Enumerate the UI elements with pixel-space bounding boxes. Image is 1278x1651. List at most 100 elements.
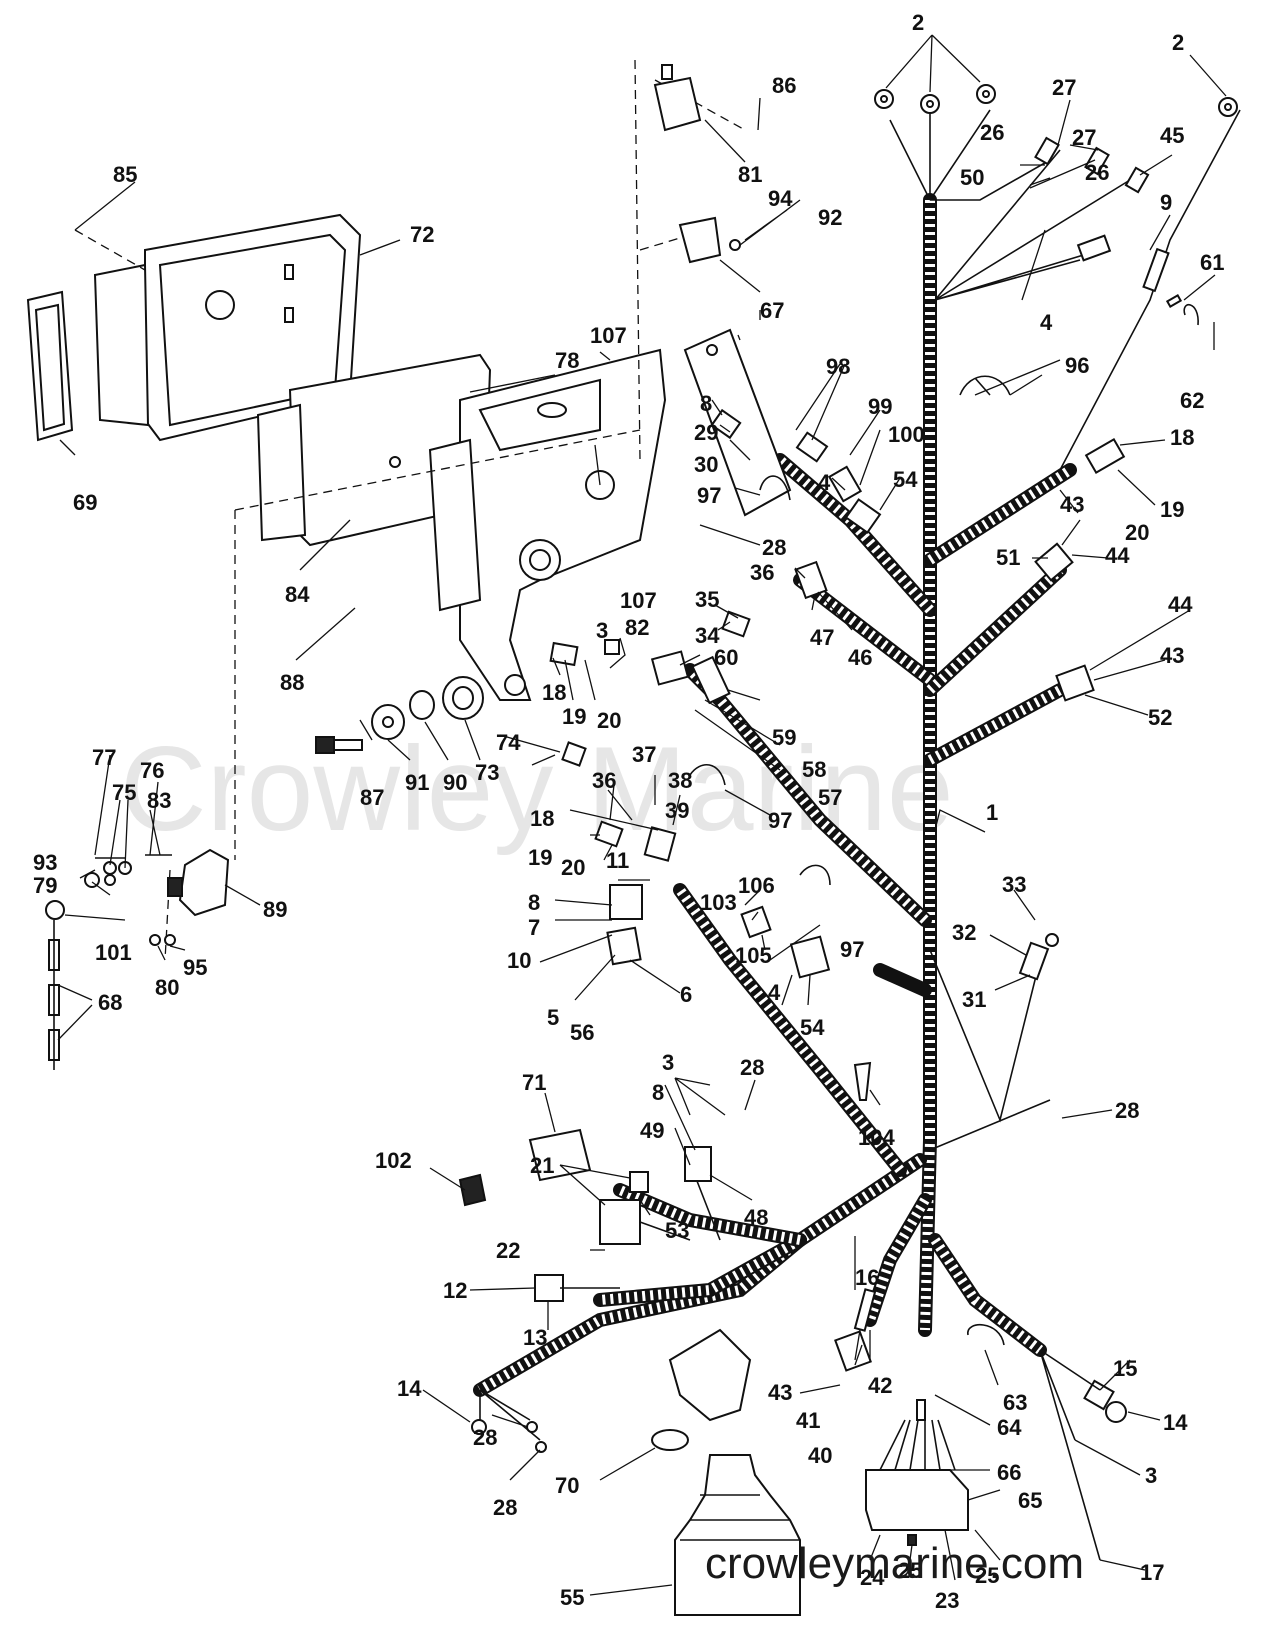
callout-18: 18 xyxy=(542,680,566,705)
callout-39: 39 xyxy=(665,798,689,823)
leader-lines xyxy=(57,34,1227,1596)
callout-48: 48 xyxy=(744,1205,768,1230)
callout-2: 2 xyxy=(1172,30,1184,55)
callout-14: 14 xyxy=(397,1376,422,1401)
callout-65: 65 xyxy=(1018,1488,1042,1513)
relay-81 xyxy=(653,64,702,132)
small-hardware xyxy=(84,854,176,946)
callout-28: 28 xyxy=(1115,1098,1139,1123)
callout-93: 93 xyxy=(33,850,57,875)
callout-97: 97 xyxy=(697,483,721,508)
callout-43: 43 xyxy=(1160,643,1184,668)
callout-20: 20 xyxy=(561,855,585,880)
callout-44: 44 xyxy=(1105,543,1130,568)
callout-18: 18 xyxy=(1170,425,1194,450)
callout-14: 14 xyxy=(1163,1410,1188,1435)
callout-28: 28 xyxy=(493,1495,517,1520)
callout-60: 60 xyxy=(714,645,738,670)
callout-3: 3 xyxy=(662,1050,674,1075)
bolt-and-washers xyxy=(315,676,484,754)
callout-6: 6 xyxy=(680,982,692,1007)
callout-33: 33 xyxy=(1002,872,1026,897)
callout-92: 92 xyxy=(818,205,842,230)
callout-101: 101 xyxy=(95,940,132,965)
callout-22: 22 xyxy=(496,1238,520,1263)
connectors-upper-mid xyxy=(710,408,1126,702)
callout-104: 104 xyxy=(858,1125,895,1150)
ring-terminal-group xyxy=(874,84,1238,117)
callout-32: 32 xyxy=(952,920,976,945)
callout-18: 18 xyxy=(530,806,554,831)
callout-41: 41 xyxy=(796,1408,820,1433)
main-plug-64-66 xyxy=(865,1399,969,1546)
callout-64: 64 xyxy=(997,1415,1022,1440)
callout-49: 49 xyxy=(640,1118,664,1143)
callout-50: 50 xyxy=(960,165,984,190)
callout-84: 84 xyxy=(285,582,310,607)
callout-56: 56 xyxy=(570,1020,594,1045)
fuses-68 xyxy=(45,900,65,1070)
callout-8: 8 xyxy=(652,1080,664,1105)
callout-7: 7 xyxy=(528,915,540,940)
sender-32 xyxy=(1018,933,1059,981)
callout-105: 105 xyxy=(735,943,772,968)
callout-42: 42 xyxy=(868,1373,892,1398)
callout-66: 66 xyxy=(997,1460,1021,1485)
callout-53: 53 xyxy=(665,1218,689,1243)
watermark-ghost: Crowley Marine xyxy=(120,722,954,856)
callout-34: 34 xyxy=(695,623,720,648)
callout-86: 86 xyxy=(772,73,796,98)
callout-45: 45 xyxy=(1160,123,1184,148)
callout-73: 73 xyxy=(475,760,499,785)
callout-44: 44 xyxy=(1168,592,1193,617)
callout-29: 29 xyxy=(694,420,718,445)
callout-81: 81 xyxy=(738,162,762,187)
callout-17: 17 xyxy=(1140,1560,1164,1585)
callout-26: 26 xyxy=(1085,160,1109,185)
callout-74: 74 xyxy=(496,730,521,755)
callout-10: 10 xyxy=(507,948,531,973)
callout-16: 16 xyxy=(855,1265,879,1290)
callout-98: 98 xyxy=(826,354,850,379)
callout-80: 80 xyxy=(155,975,179,1000)
callout-8: 8 xyxy=(528,890,540,915)
callout-78: 78 xyxy=(555,348,579,373)
callout-97: 97 xyxy=(768,808,792,833)
callout-35: 35 xyxy=(695,587,719,612)
callout-30: 30 xyxy=(694,452,718,477)
callout-63: 63 xyxy=(1003,1390,1027,1415)
switch-67 xyxy=(678,216,741,264)
callout-47: 47 xyxy=(810,625,834,650)
clips xyxy=(689,294,1199,886)
callout-36: 36 xyxy=(592,768,616,793)
callout-23: 23 xyxy=(935,1588,959,1613)
callout-28: 28 xyxy=(473,1425,497,1450)
mounting-bracket-107 xyxy=(428,348,667,701)
callout-57: 57 xyxy=(818,785,842,810)
callout-107: 107 xyxy=(590,323,627,348)
callout-24: 24 xyxy=(860,1565,885,1590)
connectors-lower-right xyxy=(471,1323,1127,1561)
callout-83: 83 xyxy=(147,788,171,813)
callout-52: 52 xyxy=(1148,705,1172,730)
callout-25: 25 xyxy=(975,1563,999,1588)
callout-58: 58 xyxy=(802,757,826,782)
callout-15: 15 xyxy=(1113,1356,1137,1381)
callout-43: 43 xyxy=(768,1380,792,1405)
callout-55: 55 xyxy=(560,1585,584,1610)
callout-13: 13 xyxy=(523,1325,547,1350)
callout-96: 96 xyxy=(1065,353,1089,378)
callout-99: 99 xyxy=(868,394,892,419)
callout-77: 77 xyxy=(92,745,116,770)
callout-31: 31 xyxy=(962,987,986,1012)
callout-19: 19 xyxy=(1160,497,1184,522)
callout-38: 38 xyxy=(668,768,692,793)
callout-28: 28 xyxy=(762,535,786,560)
callout-89: 89 xyxy=(263,897,287,922)
callout-12: 12 xyxy=(443,1278,467,1303)
callout-85: 85 xyxy=(113,162,137,187)
callout-91: 91 xyxy=(405,770,429,795)
harness-boot xyxy=(668,1328,752,1422)
callout-37: 37 xyxy=(632,742,656,767)
